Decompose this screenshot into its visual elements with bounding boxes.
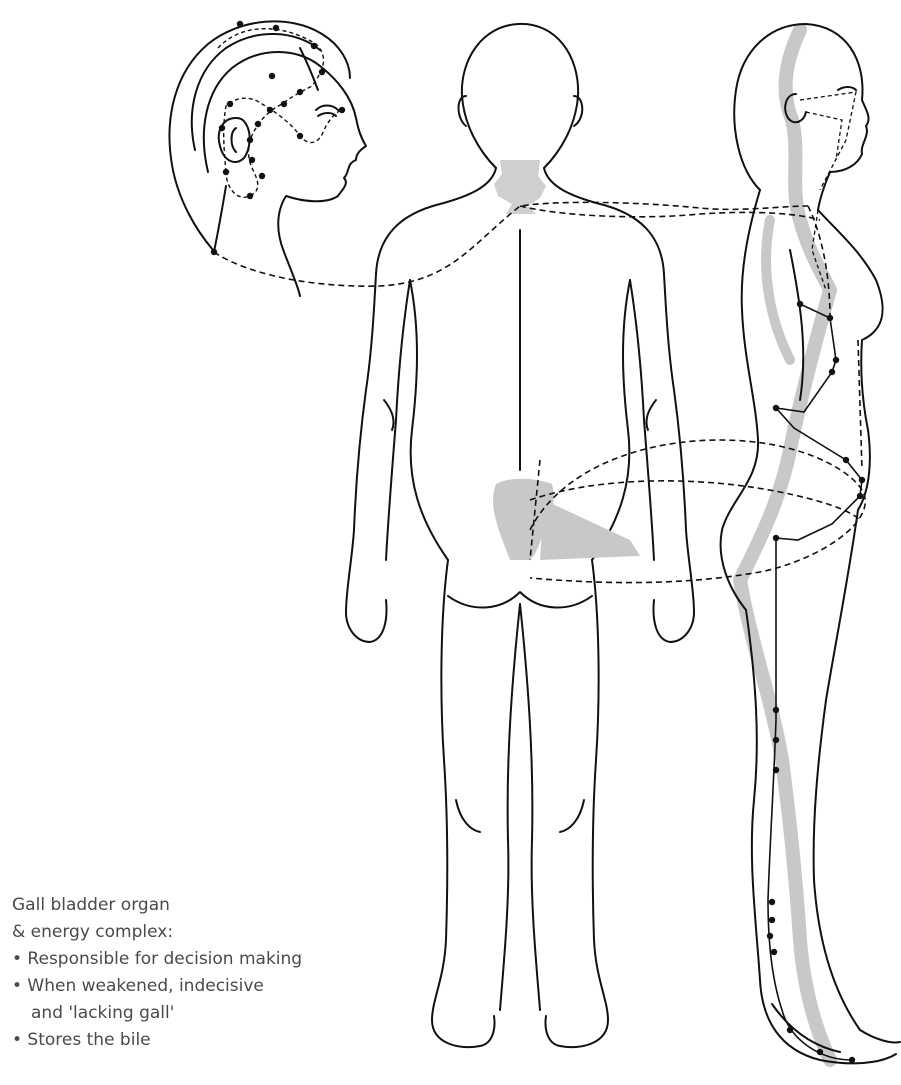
caption-bullet-decision: • Responsible for decision making [12,946,392,973]
caption-bullet-bile: • Stores the bile [12,1027,392,1054]
caption-title-line-1: Gall bladder organ [12,892,392,919]
neck-highlight [494,160,546,214]
head-profile-figure [170,21,366,296]
caption-bullet-weakened-cont: and 'lacking gall' [12,1000,392,1027]
side-highlight-band-upper [766,220,790,360]
pelvis-highlight [493,479,640,560]
caption-bullet-weakened: • When weakened, indecisive [12,973,392,1000]
caption-text-block: Gall bladder organ & energy complex: • R… [12,892,392,1054]
caption-title-line-2: & energy complex: [12,919,392,946]
side-meridian-path [768,304,862,1060]
body-side-view-figure [721,24,900,1063]
